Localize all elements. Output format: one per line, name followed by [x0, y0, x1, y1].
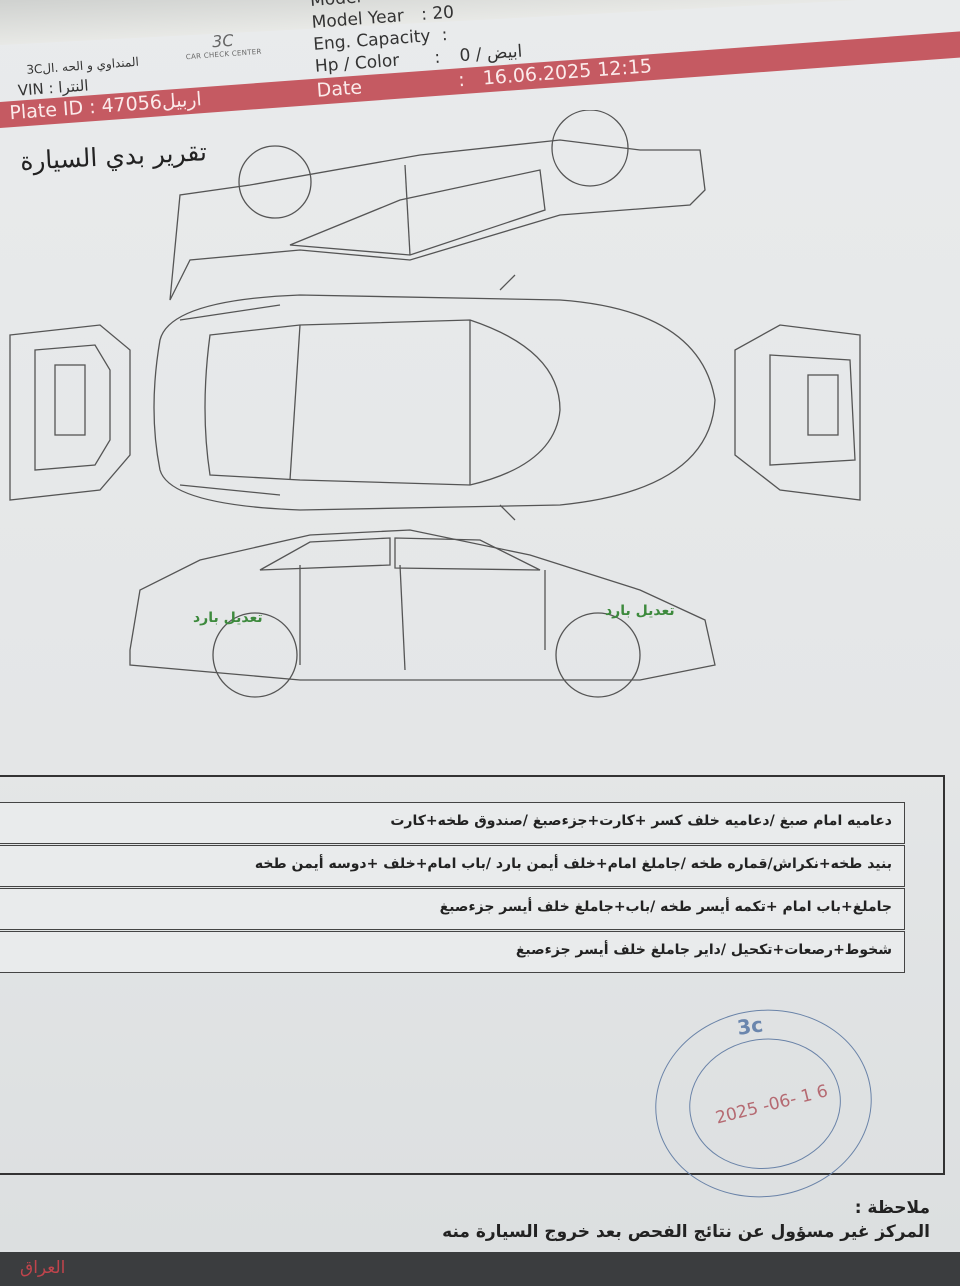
footer-text: العراق	[20, 1258, 66, 1278]
footer-band: العراق	[0, 1252, 960, 1286]
car-side-top-view	[169, 110, 706, 301]
remark-row: جاملغ+باب امام +تكمه أيسر طخه /باب+جاملغ…	[0, 888, 905, 930]
stamp-mark: 3c	[735, 1012, 765, 1040]
car-top-view	[153, 274, 716, 521]
remark-row: بنيد طخه+نكراش/قماره طخه /جاملغ امام+خلف…	[0, 845, 905, 887]
car-diagram	[9, 110, 861, 698]
car-rear-view	[9, 324, 131, 501]
car-side-bottom-view	[129, 529, 716, 698]
annotation-rear: تعديل بارد	[193, 610, 263, 626]
note-label: ملاحظة :	[854, 1198, 930, 1218]
car-front-view	[734, 324, 861, 501]
remark-row: شخوط+رصعات+تكحيل /داير جاملغ خلف أيسر جز…	[0, 931, 905, 973]
date-label: Date	[315, 76, 363, 102]
disclaimer-note: ملاحظة : المركز غير مسؤول عن نتائج الفحص…	[170, 1196, 930, 1244]
remarks-box: دعاميه امام صبغ /دعاميه خلف كسر +كارت+جز…	[0, 775, 945, 1175]
logo: 3C CAR CHECK CENTER	[184, 29, 262, 61]
remark-row: دعاميه امام صبغ /دعاميه خلف كسر +كارت+جز…	[0, 802, 905, 844]
annotation-front: تعديل بارد	[605, 603, 675, 619]
note-text: المركز غير مسؤول عن نتائج الفحص بعد خروج…	[442, 1222, 930, 1242]
inspection-sheet: 3Cالمنداوي و الحه .ال 3C CAR CHECK CENTE…	[0, 0, 960, 1250]
